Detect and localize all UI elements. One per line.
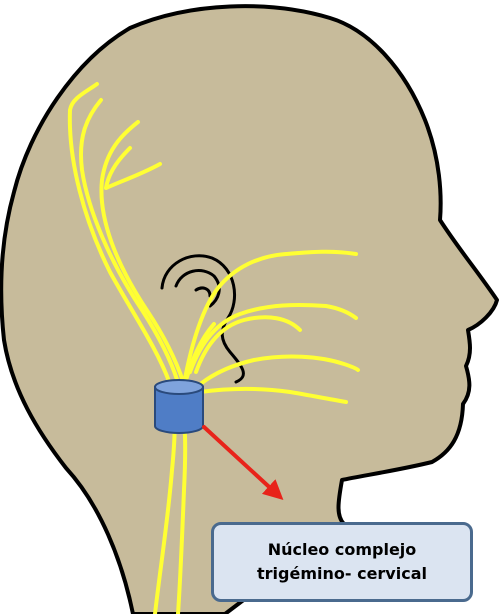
nucleus-cylinder (155, 380, 203, 433)
nucleus-label-line-1: Núcleo complejo (268, 538, 417, 562)
nucleus-label-box: Núcleo complejo trigémino- cervical (211, 522, 473, 602)
nucleus-label-line-2: trigémino- cervical (257, 562, 427, 586)
